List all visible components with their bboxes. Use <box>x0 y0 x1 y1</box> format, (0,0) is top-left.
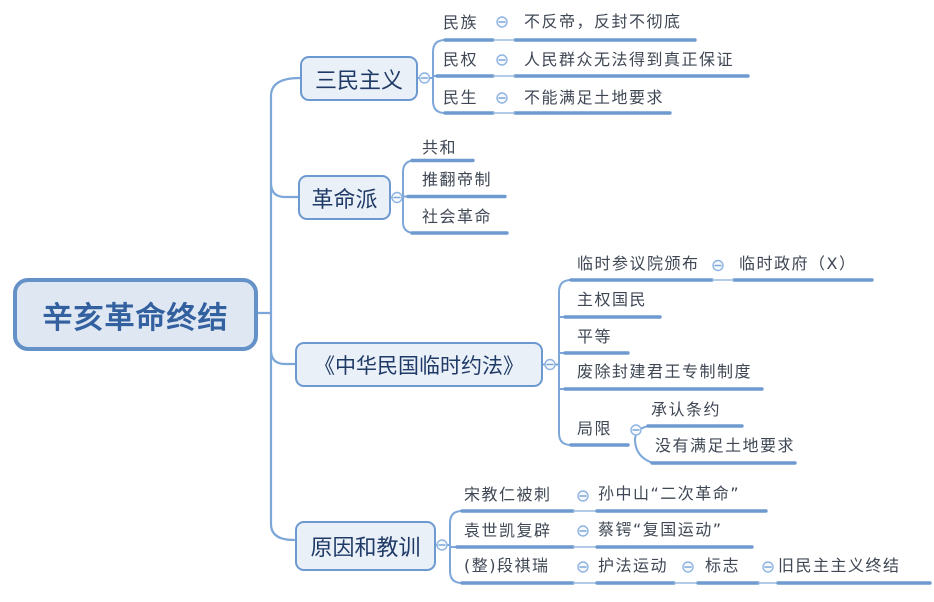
limitation-bracket <box>634 425 654 464</box>
root-topic[interactable]: 辛亥革命终结 <box>13 278 258 351</box>
topic-minquan-detail[interactable]: 人民群众无法得到真正保证 <box>524 50 735 69</box>
collapse-icon[interactable] <box>418 72 431 84</box>
topic-minquan[interactable]: 民权 <box>443 50 479 69</box>
branch-three-principles[interactable]: 三民主义 <box>300 56 418 101</box>
branch-provisional-constitution-wiring <box>542 278 874 465</box>
branch-causes-lessons[interactable]: 原因和教训 <box>295 521 436 571</box>
collapse-icon[interactable] <box>436 539 448 551</box>
topic-tuifan-dizhi[interactable]: 推翻帝制 <box>422 170 493 189</box>
branch-provisional-constitution[interactable]: 《中华民国临时约法》 <box>295 342 543 387</box>
collapse-icon[interactable] <box>391 191 403 204</box>
main-connectors <box>256 76 302 542</box>
topic-jiuminzhu-zhongjie[interactable]: 旧民主主义终结 <box>778 556 901 575</box>
collapse-icon[interactable] <box>577 490 589 502</box>
topic-pingdeng[interactable]: 平等 <box>577 327 613 346</box>
topic-canyiyuan-banbu[interactable]: 临时参议院颁布 <box>577 254 700 273</box>
collapse-icon[interactable] <box>630 424 642 436</box>
collapse-icon[interactable] <box>496 92 508 104</box>
collapse-icon[interactable] <box>544 358 556 371</box>
topic-chengren-tiaoyue[interactable]: 承认条约 <box>651 400 722 419</box>
collapse-icon[interactable] <box>712 259 724 272</box>
collapse-icon[interactable] <box>577 525 589 537</box>
topic-minsheng[interactable]: 民生 <box>443 88 479 107</box>
topic-zhuquan-guomin[interactable]: 主权国民 <box>577 290 648 309</box>
topic-juxian[interactable]: 局限 <box>577 419 613 438</box>
topic-erci-geming[interactable]: 孙中山“二次革命” <box>598 484 741 503</box>
collapse-icon[interactable] <box>496 16 508 28</box>
collapse-icon[interactable] <box>496 54 508 66</box>
collapse-icon[interactable] <box>577 561 589 573</box>
topic-songjiaoren-beici[interactable]: 宋教仁被刺 <box>464 485 552 504</box>
branch-revolutionaries[interactable]: 革命派 <box>298 175 391 220</box>
topic-gonghe[interactable]: 共和 <box>422 138 458 157</box>
topic-duanqirui[interactable]: (整)段祺瑞 <box>464 556 550 575</box>
topic-hufa-yundong[interactable]: 护法运动 <box>598 556 669 575</box>
topic-linshi-zhengfu[interactable]: 临时政府（X） <box>739 254 857 273</box>
topic-minzu[interactable]: 民族 <box>443 13 479 32</box>
topic-biaozhi[interactable]: 标志 <box>705 556 741 575</box>
topic-minzu-detail[interactable]: 不反帝，反封不彻底 <box>524 12 682 31</box>
connector-line <box>542 279 572 446</box>
topic-shehui-geming[interactable]: 社会革命 <box>422 207 493 226</box>
topic-feichu-zhuanzhi[interactable]: 废除封建君王专制制度 <box>577 362 753 381</box>
topic-yuanshikai-fubi[interactable]: 袁世凯复辟 <box>464 521 552 540</box>
collapse-icon[interactable] <box>682 561 694 573</box>
topic-caie-yundong[interactable]: 蔡锷“复国运动” <box>598 520 723 539</box>
topic-minsheng-detail[interactable]: 不能满足土地要求 <box>524 88 665 107</box>
root-trunk-connector <box>256 76 302 542</box>
topic-meiyou-manzu-tudi[interactable]: 没有满足土地要求 <box>655 436 796 455</box>
collapse-icon[interactable] <box>762 561 774 573</box>
